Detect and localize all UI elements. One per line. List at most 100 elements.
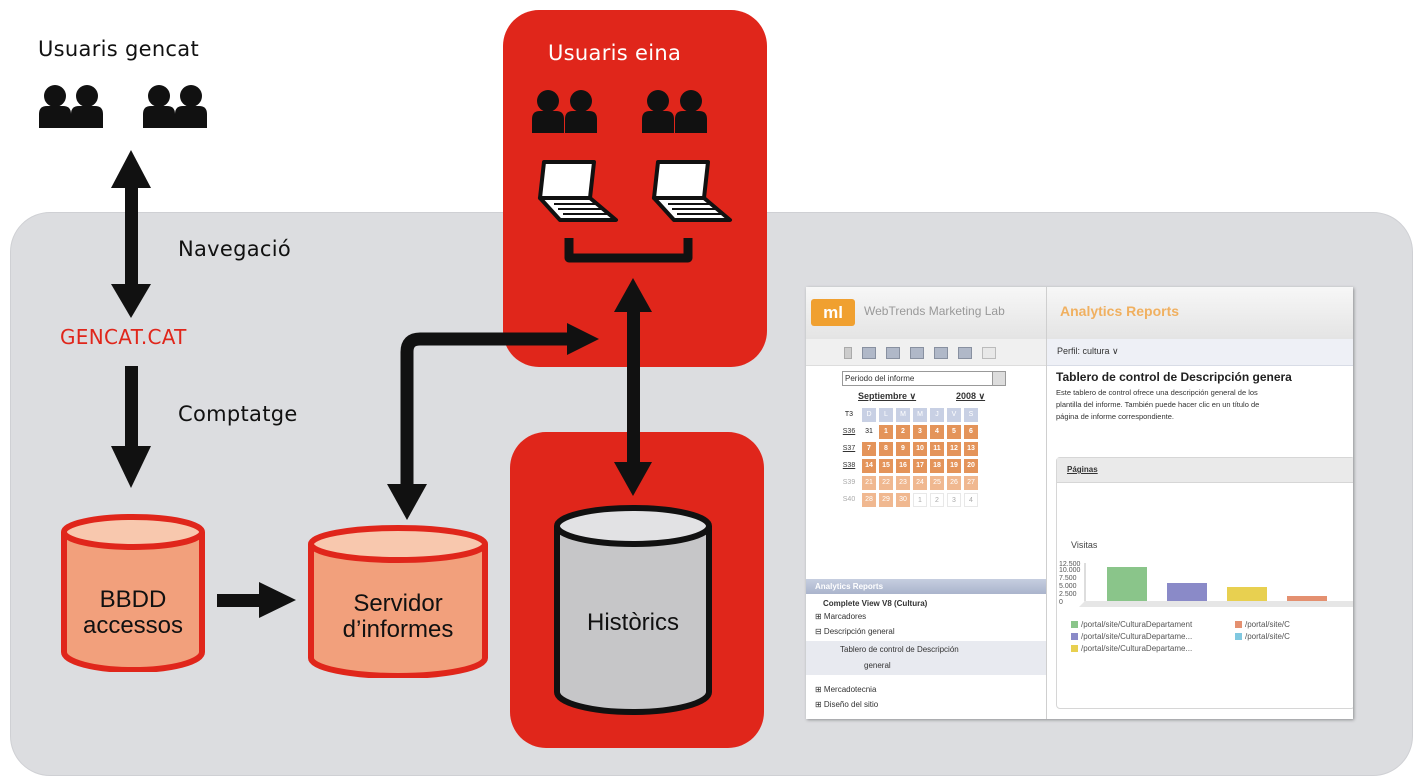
toolbar-icon[interactable] (958, 347, 972, 359)
servidor-arrow-head-down (387, 484, 427, 520)
nav-item[interactable]: ⊞ Marcadores (815, 612, 867, 621)
toolbar-icon[interactable] (982, 347, 996, 359)
chevron-down-icon[interactable] (992, 372, 1005, 385)
calendar-week-label[interactable]: S39 (842, 476, 856, 490)
laptops (538, 160, 732, 222)
calendar-day[interactable]: 23 (896, 476, 910, 490)
calendar-week-label[interactable]: S38 (842, 459, 856, 473)
calendar-day[interactable]: 1 (879, 425, 893, 439)
calendar-day[interactable]: 27 (964, 476, 978, 490)
calendar-day[interactable]: 9 (896, 442, 910, 456)
calendar-day-header[interactable]: M (896, 408, 910, 422)
calendar-day-header[interactable]: D (862, 408, 876, 422)
bbdd-cylinder (61, 514, 205, 672)
calendar-day[interactable]: 29 (879, 493, 893, 507)
calendar-day[interactable]: 26 (947, 476, 961, 490)
period-select[interactable]: Periodo del informe (842, 371, 1006, 386)
calendar-day-header[interactable]: M (913, 408, 927, 422)
nav-item[interactable]: ⊟ Descripción general (815, 627, 895, 636)
y-tick: 5.000 (1059, 583, 1077, 590)
servidor-cylinder (308, 525, 488, 678)
toolbar-icon[interactable] (886, 347, 900, 359)
calendar-day[interactable]: 4 (964, 493, 978, 507)
navegacio-arrow-head-up (111, 150, 151, 188)
toolbar-icon[interactable] (934, 347, 948, 359)
nav-item[interactable]: Complete View V8 (Cultura) (823, 599, 928, 608)
calendar-week-label[interactable]: T3 (842, 408, 856, 422)
calendar-day[interactable]: 2 (930, 493, 944, 507)
calendar-day[interactable]: 5 (947, 425, 961, 439)
calendar-day[interactable]: 1 (913, 493, 927, 507)
legend-item: /portal/site/CulturaDepartame... (1071, 644, 1192, 653)
calendar-day[interactable]: 3 (947, 493, 961, 507)
calendar-day[interactable]: 18 (930, 459, 944, 473)
calendar-day[interactable]: 24 (913, 476, 927, 490)
laptops-connector (564, 238, 693, 263)
month-select[interactable]: Septiembre ∨ (858, 391, 917, 401)
calendar-week-label[interactable]: S40 (842, 493, 856, 507)
bbdd-servidor-arrow-head (259, 582, 296, 618)
calendar-day[interactable]: 2 (896, 425, 910, 439)
calendar-day[interactable]: 20 (964, 459, 978, 473)
legend-item: /portal/site/C (1235, 632, 1290, 641)
toolbar-icon[interactable] (862, 347, 876, 359)
left-toolbar (806, 339, 1046, 366)
calendar-day[interactable]: 13 (964, 442, 978, 456)
calendar-day[interactable]: 16 (896, 459, 910, 473)
calendar-week-label[interactable]: S36 (842, 425, 856, 439)
nav-header: Analytics Reports (806, 579, 1046, 594)
historics-cylinder (554, 505, 712, 715)
calendar-day-header[interactable]: J (930, 408, 944, 422)
bar (1107, 567, 1147, 601)
laptop-icon (652, 160, 732, 222)
people-icon (642, 90, 674, 133)
perfil-bar[interactable]: Perfil: cultura ∨ (1047, 339, 1353, 366)
calendar-day[interactable]: 21 (862, 476, 876, 490)
toolbar-icon[interactable] (844, 347, 852, 359)
calendar-week-label[interactable]: S37 (842, 442, 856, 456)
pages-bar-chart: 12.500 10.000 7.500 5.000 2.500 0 (1059, 561, 1353, 607)
calendar-day-header[interactable]: V (947, 408, 961, 422)
nav-item[interactable]: ⊞ Mercadotecnia (815, 685, 877, 694)
servidor-eina-connector (400, 332, 572, 488)
calendar-day[interactable]: 25 (930, 476, 944, 490)
calendar-day[interactable]: 10 (913, 442, 927, 456)
calendar-day[interactable]: 14 (862, 459, 876, 473)
toolbar-icon[interactable] (910, 347, 924, 359)
calendar-day-header[interactable]: S (964, 408, 978, 422)
calendar-day[interactable]: 11 (930, 442, 944, 456)
year-select[interactable]: 2008 ∨ (956, 391, 986, 401)
calendar-day[interactable]: 31 (862, 425, 876, 439)
calendar-day[interactable]: 17 (913, 459, 927, 473)
calendar-day[interactable]: 15 (879, 459, 893, 473)
calendar-day[interactable]: 12 (947, 442, 961, 456)
calendar-day[interactable]: 4 (930, 425, 944, 439)
usuaris-gencat-label: Usuaris gencat (38, 37, 199, 61)
usuaris-eina-icons (532, 90, 707, 133)
calendar-day[interactable]: 6 (964, 425, 978, 439)
calendar-day[interactable]: 19 (947, 459, 961, 473)
usuaris-eina-label: Usuaris eina (548, 41, 682, 65)
people-icon (532, 90, 564, 133)
legend-item: /portal/site/C (1235, 620, 1290, 629)
usuaris-gencat-icons (39, 85, 207, 128)
panel-header: Páginas (1057, 458, 1353, 483)
brand-name: WebTrends Marketing Lab (864, 304, 1005, 318)
calendar-day-header[interactable]: L (879, 408, 893, 422)
historics-arrow-head-down (614, 462, 652, 496)
nav-item[interactable]: ⊞ Diseño del sitio (815, 700, 879, 709)
calendar-day[interactable]: 3 (913, 425, 927, 439)
navegacio-arrow-head-down (111, 284, 151, 318)
gencat-cat-label: GENCAT.CAT (60, 325, 187, 349)
nav-item-selected[interactable]: Tablero de control de Descripción genera… (806, 641, 1046, 675)
comptatge-label: Comptatge (178, 402, 298, 426)
calendar-day[interactable]: 28 (862, 493, 876, 507)
calendar-day[interactable]: 8 (879, 442, 893, 456)
column-divider (1046, 287, 1047, 719)
calendar-day[interactable]: 22 (879, 476, 893, 490)
calendar-day[interactable]: 30 (896, 493, 910, 507)
legend-item: /portal/site/CulturaDepartame... (1071, 632, 1192, 641)
calendar-day[interactable]: 7 (862, 442, 876, 456)
